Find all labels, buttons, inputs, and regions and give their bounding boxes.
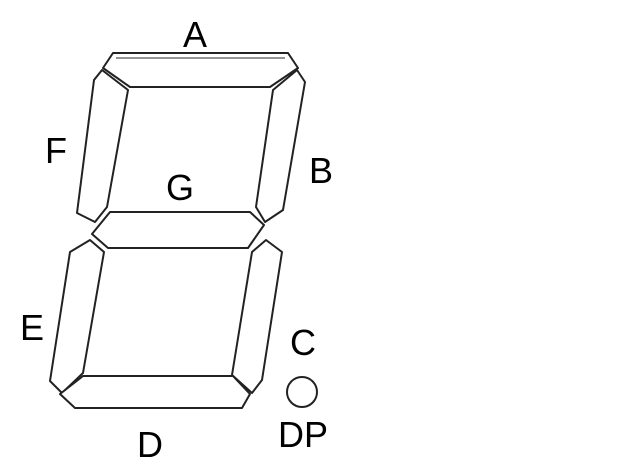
decimal-point xyxy=(286,376,318,408)
segment-b xyxy=(255,69,306,223)
segment-g xyxy=(91,211,265,249)
label-e: E xyxy=(20,307,44,348)
label-g: G xyxy=(166,167,194,208)
label-f: F xyxy=(45,130,67,171)
segment-a xyxy=(102,52,299,88)
label-c: C xyxy=(290,322,316,363)
segment-c xyxy=(231,239,283,394)
label-dp: DP xyxy=(278,414,328,455)
segment-d xyxy=(59,375,251,409)
label-b: B xyxy=(309,150,333,191)
segment-f xyxy=(76,69,129,223)
label-d: D xyxy=(137,424,163,465)
segment-e xyxy=(49,239,105,394)
label-a: A xyxy=(183,14,207,55)
